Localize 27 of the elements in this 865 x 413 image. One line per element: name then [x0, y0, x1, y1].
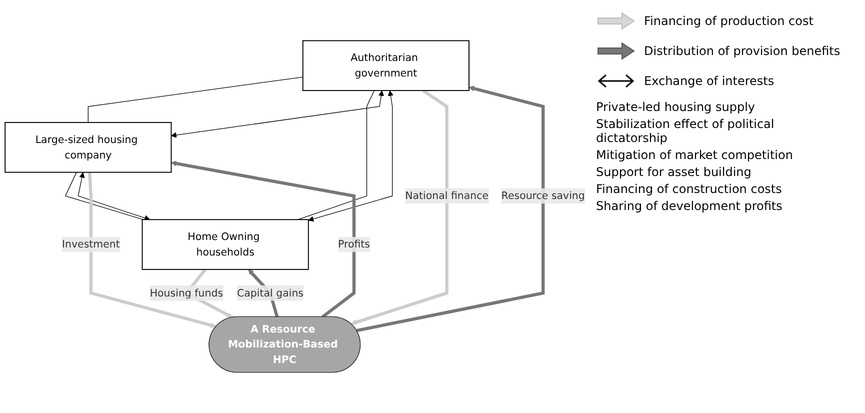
edge-label: Capital gains — [237, 286, 304, 299]
arrow-caption: Stabilization effect of political dictatorship — [596, 117, 776, 145]
connector — [298, 90, 375, 220]
arrow-caption: Private-led housing supply — [596, 100, 756, 114]
legend-label: Exchange of interests — [644, 74, 774, 88]
edge-label: Housing funds — [150, 286, 224, 299]
edge-label: Profits — [338, 238, 370, 250]
connector — [88, 76, 304, 123]
arrow-caption: Financing of construction costs — [596, 182, 783, 196]
node-box: Large-sized housing company — [4, 122, 172, 173]
legend-label: Financing of production cost — [644, 14, 814, 28]
arrow — [88, 172, 216, 328]
connector — [64, 172, 144, 220]
arrow — [356, 86, 545, 332]
node-box: Home Owning households — [142, 219, 309, 270]
arrow — [350, 89, 448, 325]
arrow — [78, 172, 150, 221]
legend-label: Distribution of provision benefits — [644, 44, 840, 58]
edge-label: National finance — [405, 190, 489, 202]
arrow-caption: Support for asset building — [596, 165, 752, 179]
arrow — [308, 90, 394, 222]
arrow — [170, 90, 384, 138]
arrow-caption: Sharing of development profits — [596, 199, 784, 213]
edge-label: Resource saving — [501, 190, 585, 202]
edge-label: Investment — [62, 238, 120, 250]
arrow-caption: Mitigation of market competition — [596, 148, 794, 162]
node-box: Authoritarian government — [302, 40, 470, 91]
